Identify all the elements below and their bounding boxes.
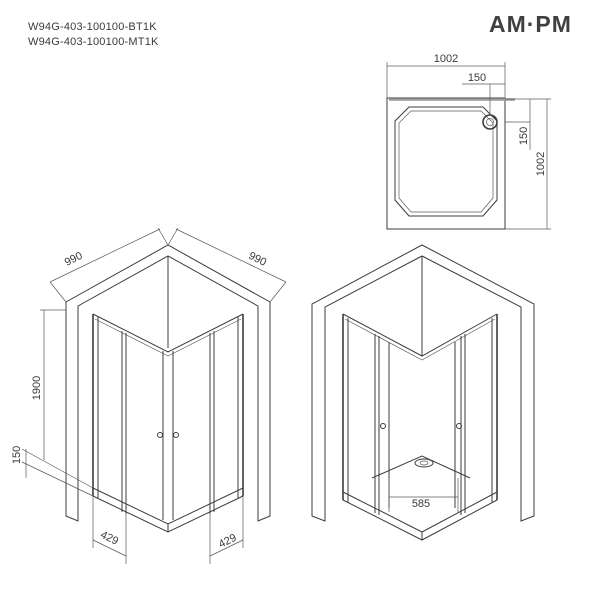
drain-offset-x-label: 150 (468, 72, 486, 84)
width-right-label: 990 (246, 250, 268, 269)
tray-depth-label: 1002 (535, 152, 547, 176)
model-codes: W94G-403-100100-BT1K W94G-403-100100-MT1… (28, 20, 159, 50)
brand-logo: AM·PM (489, 11, 572, 37)
width-right-dimension (175, 228, 287, 283)
left-handle-icon (157, 432, 163, 438)
interior-drain-icon (414, 458, 434, 468)
model-code-mt1k: W94G-403-100100-MT1K (28, 36, 159, 48)
interior-wall-corner (311, 244, 535, 522)
interior-top-frame (342, 313, 498, 357)
tray-inner-outer (394, 106, 498, 217)
tray-outline (386, 97, 506, 230)
base-height-label: 150 (11, 446, 23, 464)
width-left-label: 990 (63, 250, 85, 269)
interior-left-handle-icon (380, 423, 386, 429)
top-frame (92, 313, 244, 353)
drain-offset-y-label: 150 (518, 127, 530, 145)
interior-view: 585 (311, 244, 535, 541)
wall-corner (65, 244, 271, 522)
entry-right-dimension (209, 539, 244, 557)
model-code-bt1k: W94G-403-100100-BT1K (28, 21, 157, 33)
top-view-plan: 1002 150 150 1002 (386, 53, 551, 230)
entry-left-dimension (92, 539, 127, 557)
tray-base (92, 489, 244, 533)
tray-width-label: 1002 (434, 53, 458, 65)
front-view: 990 990 1900 150 429 429 (11, 227, 287, 564)
interior-tray-back (371, 455, 471, 479)
height-label: 1900 (31, 376, 43, 400)
tray-inner (398, 110, 494, 213)
entry-left-label: 429 (98, 529, 120, 548)
interior-right-handle-icon (456, 423, 462, 429)
width-left-dimension (49, 228, 161, 283)
drain-icon (482, 114, 498, 130)
tray-opening-label: 585 (412, 498, 430, 510)
entry-right-label: 429 (217, 532, 239, 551)
right-handle-icon (173, 432, 179, 438)
